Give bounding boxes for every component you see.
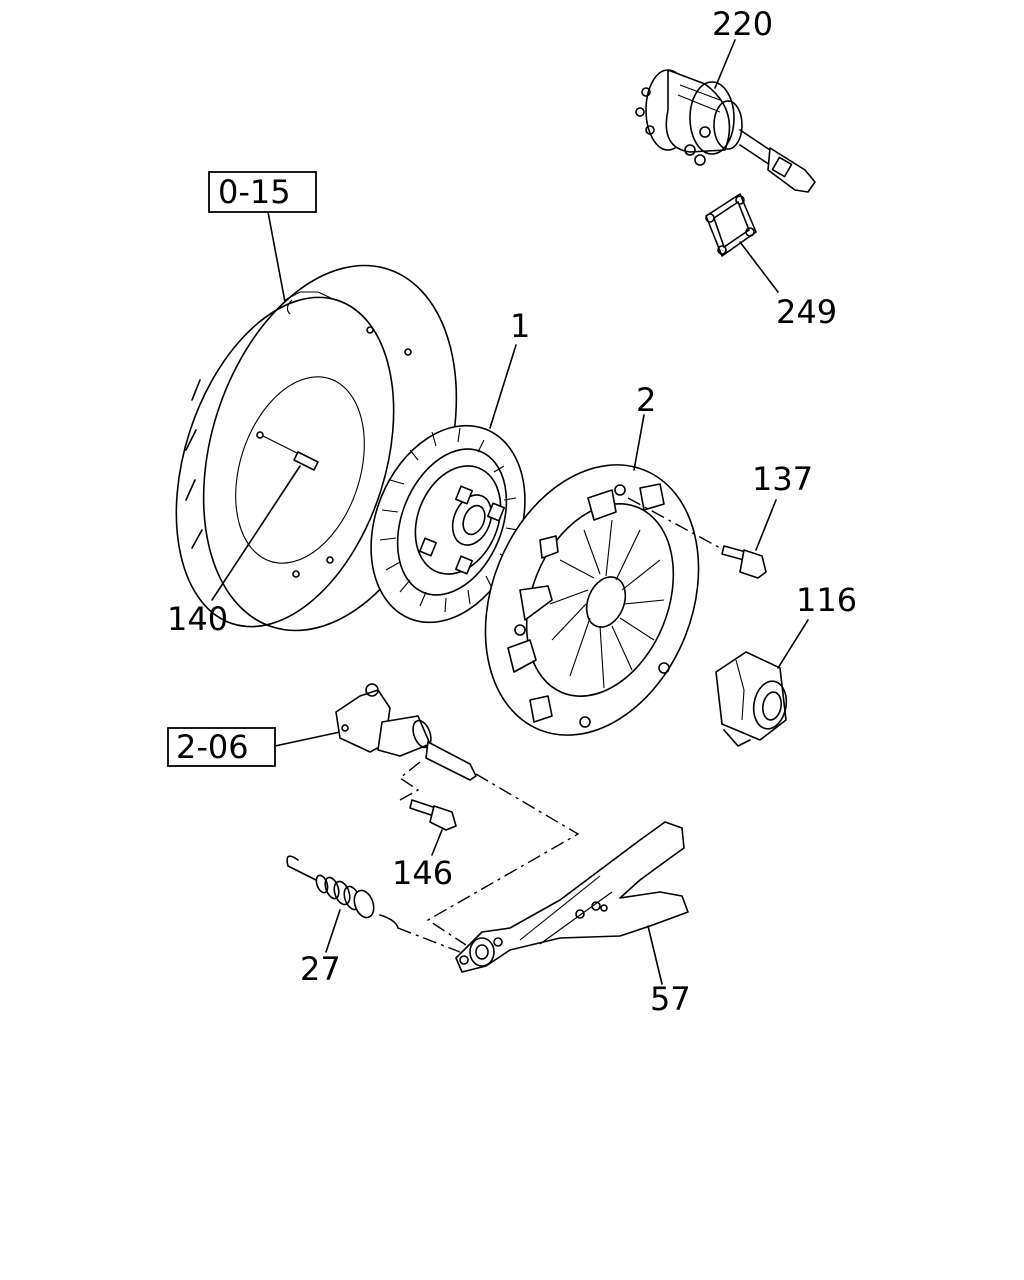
leader-116 [777, 619, 809, 669]
leader-220 [714, 39, 736, 89]
part-140-pin [256, 431, 319, 471]
callout-220: 220 [712, 5, 773, 43]
reference-box-2-06 [167, 727, 276, 767]
callout-1: 1 [510, 307, 530, 345]
reference-0-15: 0-15 [218, 173, 291, 211]
part-249-gasket [705, 193, 757, 257]
leader-146 [431, 829, 443, 856]
part-2-pressure-plate [484, 464, 700, 736]
leader-27 [325, 909, 341, 953]
reference-box-0-15 [208, 171, 317, 213]
alignment-line-137 [627, 497, 723, 550]
callout-57: 57 [650, 980, 691, 1018]
callout-140: 140 [167, 600, 228, 638]
part-220-clutch-booster [635, 69, 816, 193]
part-137-bolt [721, 545, 767, 579]
connector-27 [397, 927, 461, 953]
callout-116: 116 [796, 581, 857, 619]
reference-2-06: 2-06 [176, 728, 249, 766]
leader-2-06 [274, 731, 341, 747]
part-57-release-fork [455, 821, 689, 973]
leader-249 [739, 241, 779, 293]
callout-27: 27 [300, 950, 341, 988]
callout-2: 2 [636, 381, 656, 419]
leader-137 [755, 499, 777, 551]
connector-146 [398, 761, 421, 801]
callout-137: 137 [752, 460, 813, 498]
leader-1 [489, 344, 517, 429]
callout-249: 249 [776, 293, 837, 331]
leader-2 [633, 414, 645, 471]
leader-140 [211, 465, 301, 601]
part-146-bolt [409, 799, 457, 831]
part-27-spring [286, 855, 399, 929]
connector-cylinder-to-fork [426, 773, 580, 946]
leader-0-15 [267, 211, 286, 303]
part-116-release-bearing [715, 651, 788, 747]
callout-146: 146 [392, 854, 453, 892]
leader-57 [647, 925, 663, 985]
part-1-clutch-disc [370, 424, 526, 624]
slave-cylinder [335, 683, 477, 781]
